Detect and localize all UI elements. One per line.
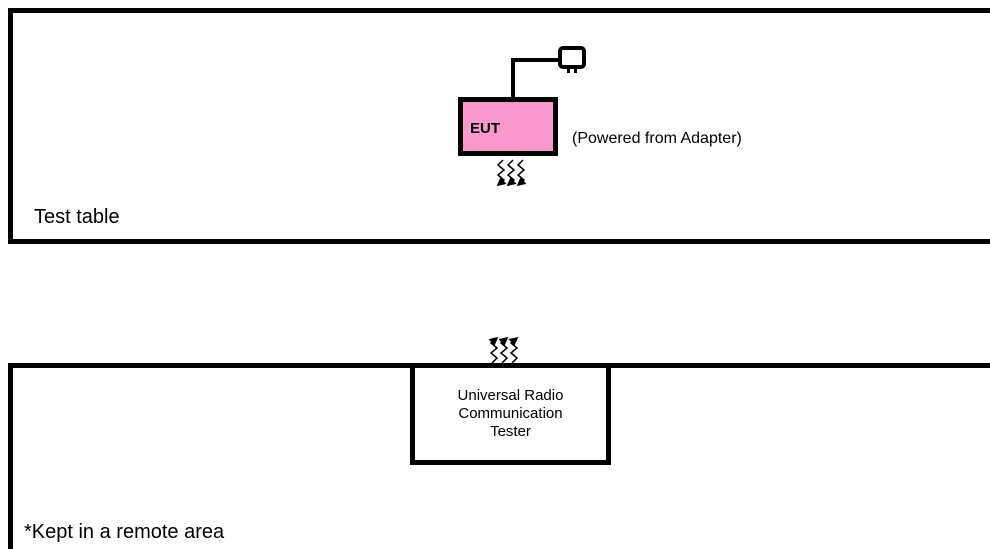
tester-label: Universal Radio Communication Tester xyxy=(457,387,564,440)
tester-signal-icon xyxy=(488,336,519,364)
remote-area-label: *Kept in a remote area xyxy=(24,521,225,543)
eut-box xyxy=(458,97,558,156)
test-table-panel: Test table xyxy=(8,8,990,244)
eut-label: EUT xyxy=(470,120,500,137)
test-table-label: Test table xyxy=(34,206,120,228)
tester-box: Universal Radio Communication Tester xyxy=(410,363,611,465)
eut-power-note: (Powered from Adapter) xyxy=(572,130,742,147)
